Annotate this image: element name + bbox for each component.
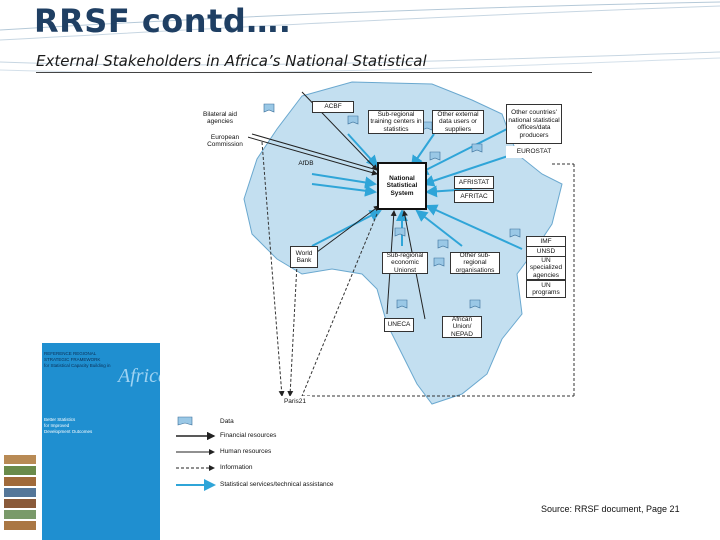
slide-subtitle: External Stakeholders in Africa’s Nation… — [36, 52, 427, 70]
node-subregional-training: Sub-regional training centers in statist… — [368, 110, 424, 134]
node-other-subregional: Other sub-regional organisations — [450, 252, 500, 274]
node-afritac: AFRITAC — [454, 190, 494, 203]
node-african-union: African Union/ NEPAD — [442, 316, 482, 338]
rrsf-document-cover: REFERENCE REGIONAL STRATEGIC FRAMEWORK f… — [0, 343, 160, 540]
node-acbf: ACBF — [312, 101, 354, 113]
legend-information: Information — [220, 464, 253, 471]
node-subregional-economic: Sub-regional economic Unionst — [382, 252, 428, 274]
cover-line-3: for Statistical Capacity Building in — [44, 363, 111, 368]
node-paris21: Paris21 — [278, 396, 312, 408]
legend-statistical-services: Statistical services/technical assistanc… — [220, 481, 333, 488]
stakeholder-diagram: Bilateral aid agencies European Commissi… — [172, 74, 592, 500]
node-national-statistical-system: National Statistical System — [377, 162, 427, 210]
node-un-agencies: UN specialized agencies — [526, 256, 566, 280]
slide-title: RRSF contd…. — [34, 2, 291, 40]
node-un-programs: UN programs — [526, 280, 566, 298]
cover-sub-2: for Improved — [44, 423, 69, 428]
legend-human: Human resources — [220, 448, 271, 455]
title-divider — [36, 72, 592, 73]
legend-data: Data — [220, 418, 234, 425]
node-european-commission: European Commission — [202, 132, 248, 150]
cover-africa-word: Africa — [118, 365, 160, 388]
source-note: Source: RRSF document, Page 21 — [541, 504, 680, 514]
node-afdb: AfDB — [296, 160, 316, 168]
node-other-countries-nso: Other countries' national statistical of… — [506, 104, 562, 144]
cover-sub-1: Better Statistics — [44, 417, 75, 422]
node-uneca: UNECA — [384, 318, 414, 332]
cover-line-1: REFERENCE REGIONAL — [44, 351, 96, 356]
node-eurostat: EUROSTAT — [506, 146, 562, 158]
node-bilateral-aid: Bilateral aid agencies — [202, 106, 238, 130]
node-afristat: AFRISTAT — [454, 176, 494, 189]
node-world-bank: World Bank — [290, 246, 318, 268]
cover-sub-3: Development Outcomes — [44, 429, 92, 434]
legend-financial: Financial resources — [220, 432, 276, 439]
cover-photo-strip — [0, 343, 42, 540]
cover-line-2: STRATEGIC FRAMEWORK — [44, 357, 100, 362]
node-other-data-users: Other external data users or suppliers — [432, 110, 484, 134]
